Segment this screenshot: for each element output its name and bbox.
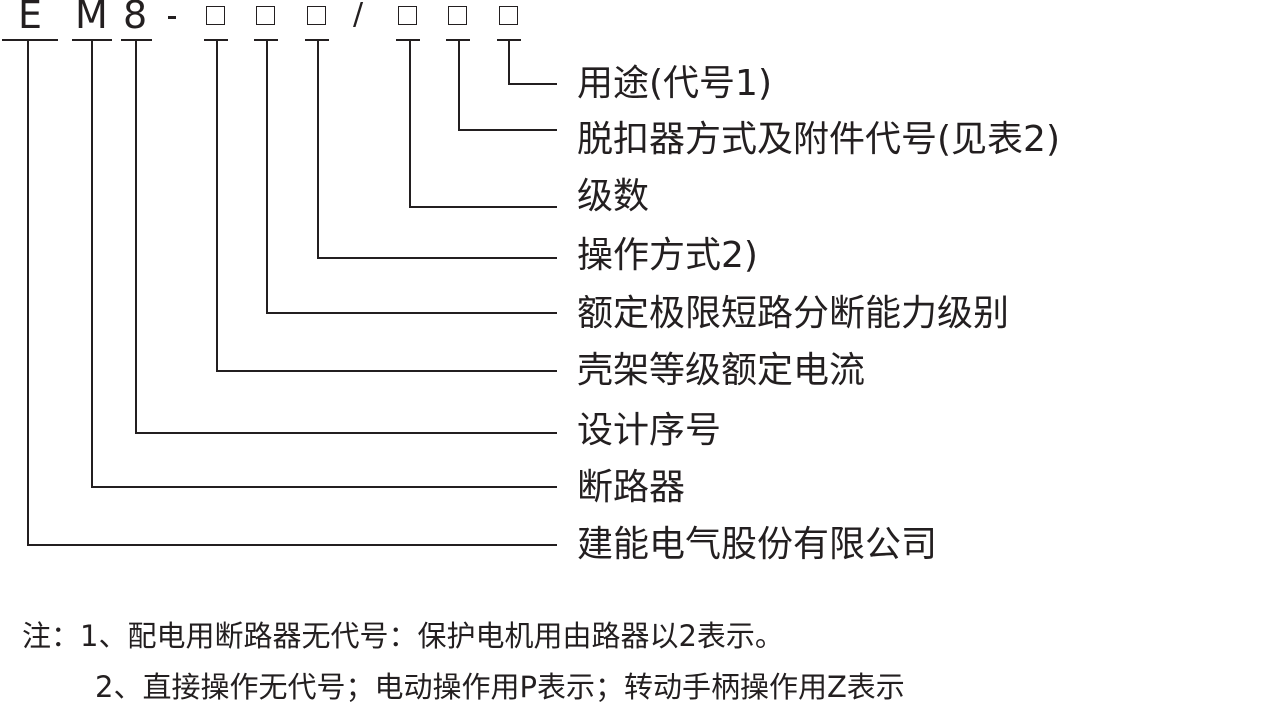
- connector-design-number: [135, 40, 557, 434]
- note-line-2: 2、直接操作无代号；电动操作用P表示；转动手柄操作用Z表示: [95, 670, 905, 704]
- connector-frame-current: [216, 40, 557, 372]
- connector-company: [27, 40, 557, 546]
- note-line-1: 注：1、配电用断路器无代号：保护电机用由路器以2表示。: [22, 619, 784, 653]
- label-frame-current: 壳架等级额定电流: [577, 350, 866, 391]
- code-placeholder-box-4: [398, 6, 417, 25]
- connector-breaking-capacity: [266, 40, 557, 314]
- label-company: 建能电气股份有限公司: [577, 524, 938, 565]
- code-digit-8: 8: [123, 0, 148, 37]
- connector-release-mode: [458, 40, 557, 131]
- connector-breaker: [91, 40, 557, 488]
- connector-usage: [508, 40, 557, 85]
- label-poles: 级数: [577, 176, 650, 217]
- label-operation-mode: 操作方式2): [577, 235, 758, 276]
- code-placeholder-box-3: [307, 6, 326, 25]
- label-usage: 用途(代号1): [577, 63, 772, 104]
- code-dash: [168, 16, 176, 19]
- code-placeholder-box-1: [206, 6, 225, 25]
- connector-operation-mode: [317, 40, 557, 259]
- connector-poles: [409, 40, 557, 208]
- code-placeholder-box-5: [448, 6, 467, 25]
- code-placeholder-box-6: [499, 6, 518, 25]
- label-breaking-capacity: 额定极限短路分断能力级别: [577, 293, 1010, 334]
- label-design-number: 设计序号: [577, 410, 722, 451]
- code-letter-e: E: [18, 0, 43, 37]
- code-placeholder-box-2: [256, 6, 275, 25]
- code-slash: /: [353, 0, 364, 32]
- code-letter-m: M: [75, 0, 108, 37]
- label-release-mode: 脱扣器方式及附件代号(见表2): [577, 119, 1060, 160]
- label-breaker: 断路器: [577, 467, 686, 508]
